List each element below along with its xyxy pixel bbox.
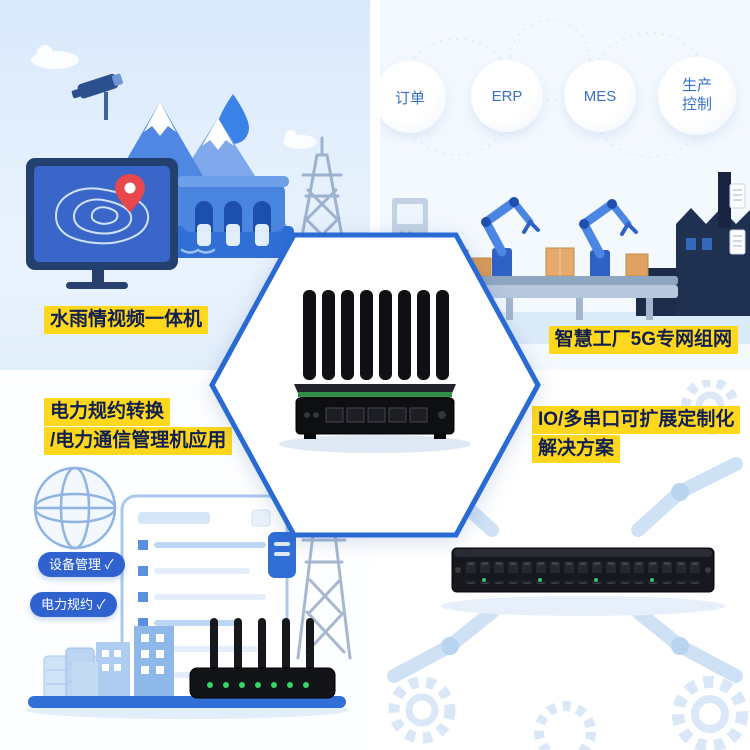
contour-map [54,187,150,245]
buildings-icon [72,626,174,698]
bubble-production-control-label: 生产控制 [681,77,712,113]
bubble-mes-label: MES [583,87,617,105]
power-gateway-illustration [25,466,352,719]
map-pin-icon [115,174,145,212]
spec-label-cards [729,183,746,255]
hydrology-illustration [26,45,348,289]
bubble-order-label: 订单 [394,89,425,107]
scene-power-protocol-label-line2: /电力通信管理机应用 [44,427,233,455]
router-5-antennas-icon [189,618,336,699]
cloud-icon [31,45,317,149]
scene-io-expansion-label-line2: 解决方案 [532,435,621,463]
router-5g-8-antennas-icon [279,290,471,453]
monitor [26,158,178,289]
ground-bar [28,696,346,708]
robot-arm-icon [481,197,540,278]
bubble-mes: MES [564,60,636,132]
bubble-order: 订单 [380,61,446,133]
badge-device-management: 设备管理 ✓ [38,552,125,577]
bubble-erp: ERP [471,60,543,132]
cctv-camera-icon [71,73,123,120]
bookmark-tab-icon [268,532,296,578]
scene-power-protocol-label-line1: 电力规约转换 [44,398,171,426]
scene-io-expansion-label-line1: IO/多串口可扩展定制化 [532,406,741,434]
badge-power-protocol: 电力规约 ✓ [30,592,117,617]
bubble-production-control: 生产控制 [658,57,736,135]
scene-hydrology-label: 水雨情视频一体机 [44,306,209,334]
dam [172,176,294,258]
hexagon-badge [209,232,541,538]
bubble-erp-label: ERP [491,87,523,105]
rack-io-device [451,547,715,593]
globe-icon [33,466,117,550]
scene-hydrology: 水雨情视频一体机 [0,0,370,370]
scene-smart-factory-label: 智慧工厂5G专网组网 [548,326,738,354]
